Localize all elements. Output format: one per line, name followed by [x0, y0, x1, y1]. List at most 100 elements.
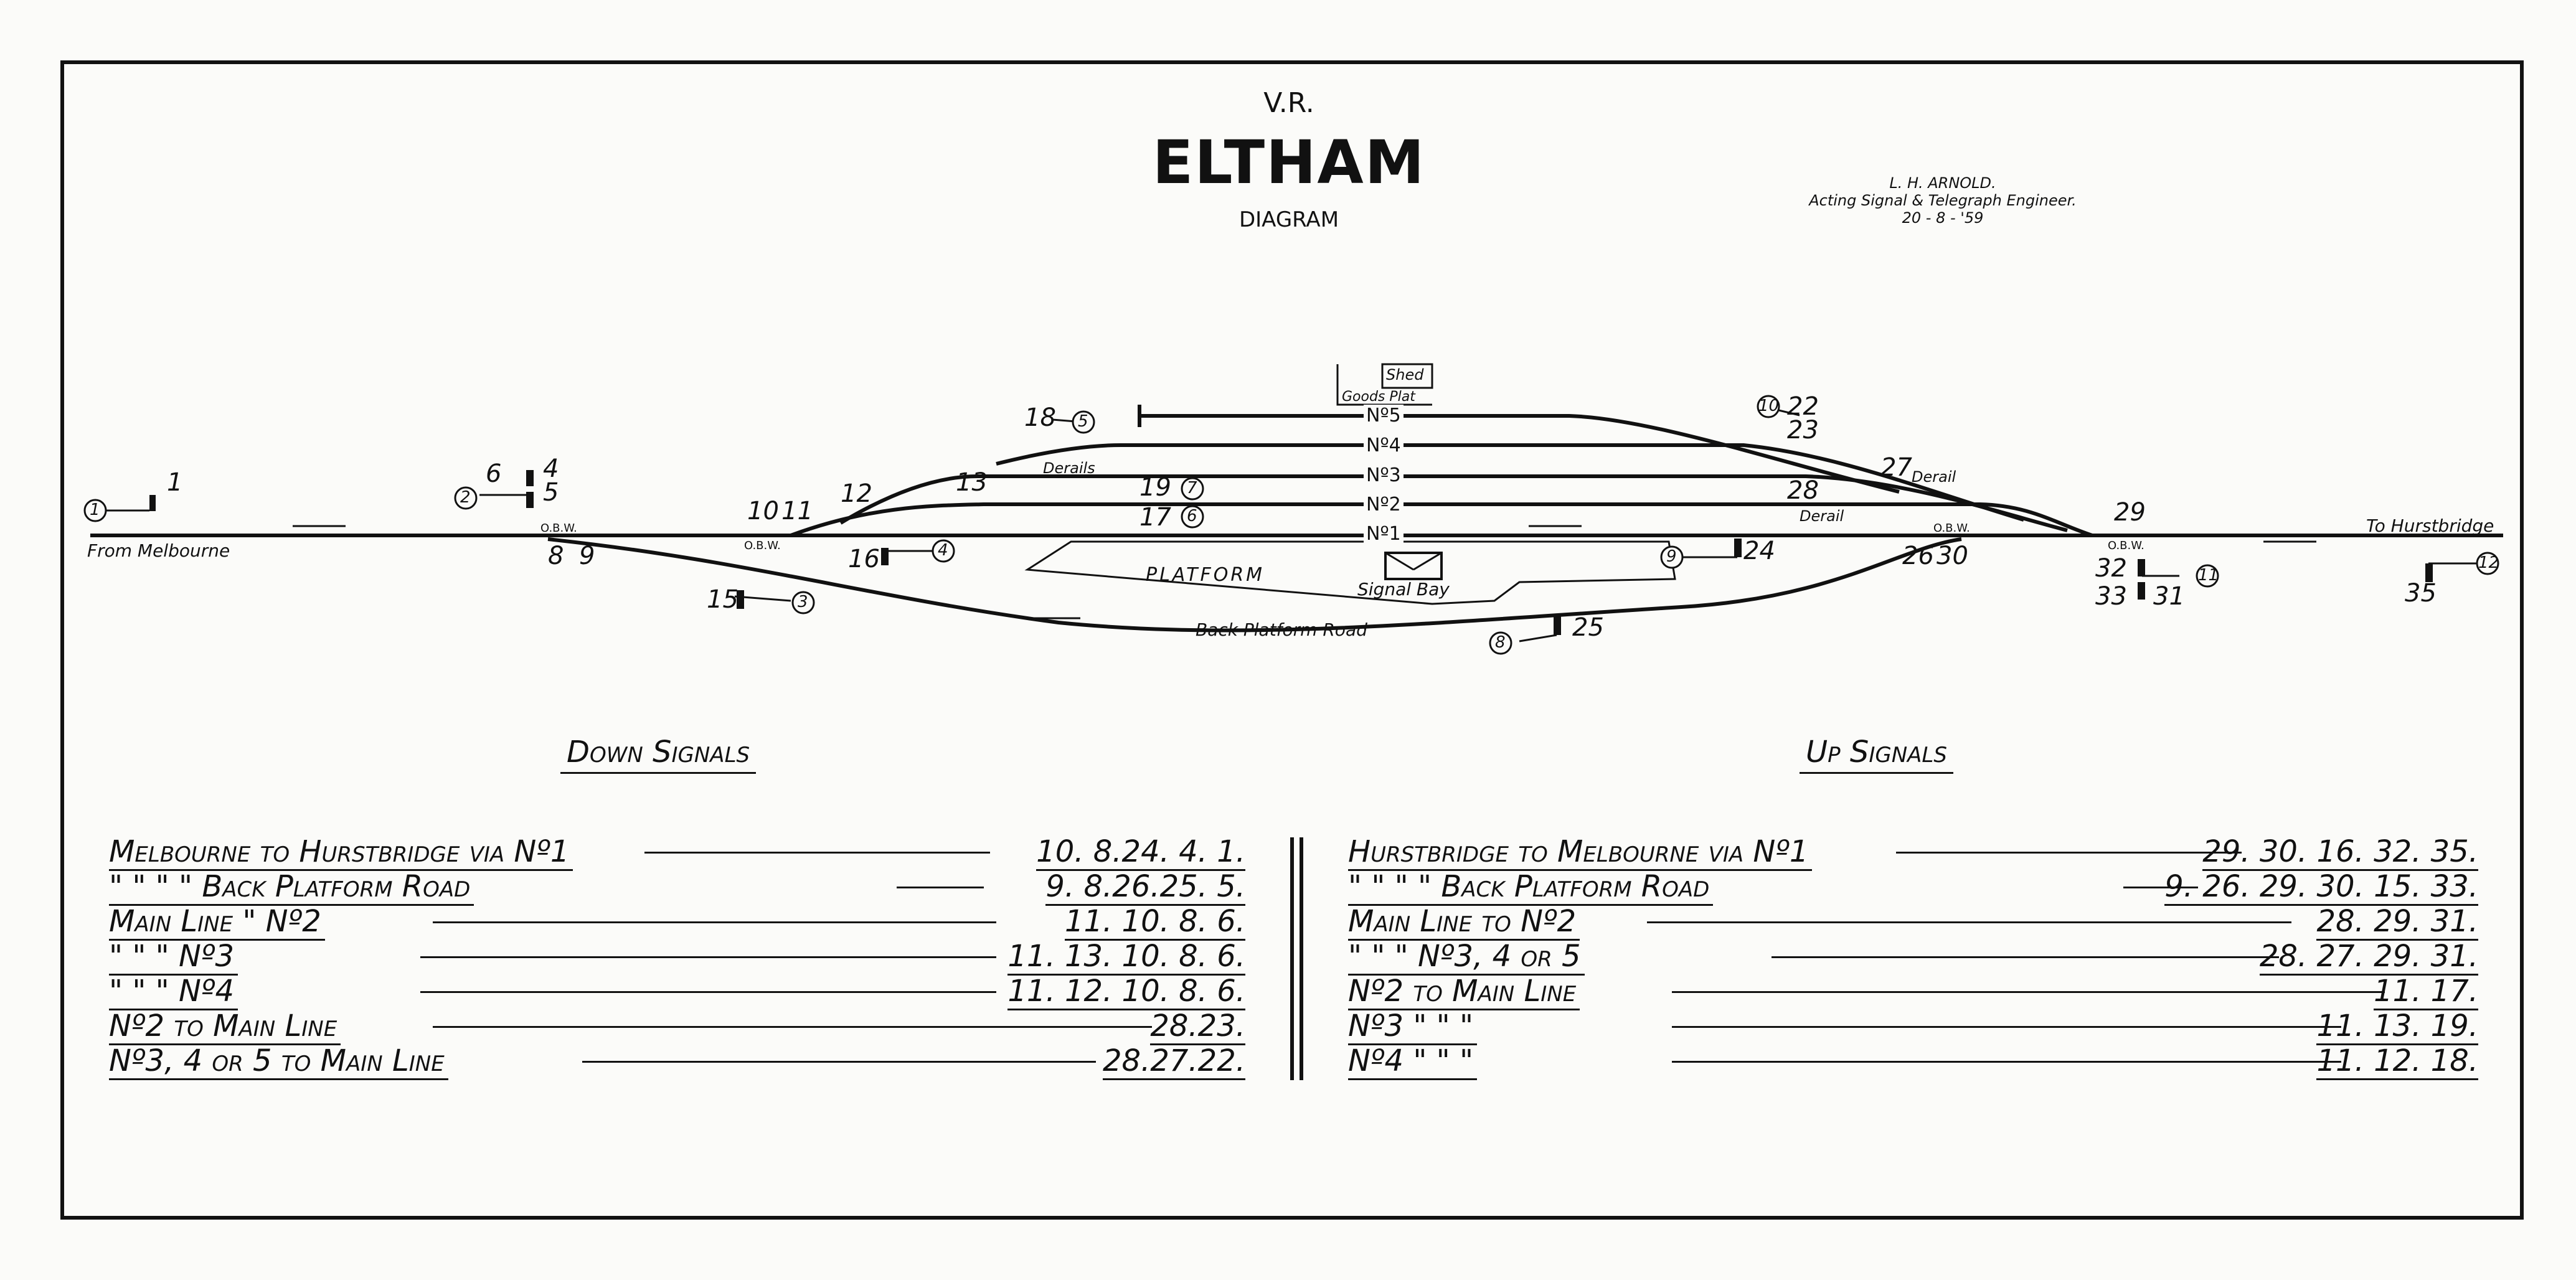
up-route-2: " " " " Back Platform Road	[1348, 869, 1714, 906]
up-row-6: Nº3 " " " 11. 13. 19.	[1348, 1009, 2478, 1045]
obw-label-3: O.B.W.	[1933, 522, 1970, 535]
down-route-7: Nº3, 4 or 5 to Main Line	[109, 1043, 448, 1080]
track-label-no5: Nº5	[1364, 405, 1404, 426]
shed-label: Shed	[1386, 366, 1424, 384]
down-signals-2: 9. 8.26.25. 5.	[1045, 869, 1245, 906]
up-row-2: " " " " Back Platform Road 9. 26. 29. 30…	[1348, 869, 2478, 906]
derail-label-b: Derail	[1800, 507, 1844, 525]
up-route-5: Nº2 to Main Line	[1348, 974, 1580, 1010]
signal-33: 33	[2095, 582, 2127, 611]
drawing-date: 20 - 8 - '59	[1902, 209, 1984, 227]
down-row-2: " " " " Back Platform Road 9. 8.26.25. 5…	[109, 869, 1245, 906]
to-hurstbridge-label: To Hurstbridge	[2366, 515, 2494, 536]
signal-1: 1	[167, 468, 183, 497]
engineer-name: L. H. ARNOLD.	[1889, 174, 1996, 192]
circled-1: 1	[90, 501, 100, 519]
signal-28: 28	[1787, 476, 1819, 505]
up-route-6: Nº3 " " "	[1348, 1009, 1478, 1045]
down-signals-4: 11. 13. 10. 8. 6.	[1007, 939, 1245, 976]
signal-22: 22	[1787, 392, 1819, 421]
obw-label-1: O.B.W.	[540, 522, 577, 535]
signal-11: 11	[781, 497, 813, 525]
signal-10: 10	[747, 497, 779, 525]
signal-25: 25	[1572, 613, 1604, 642]
platform-outline	[1024, 540, 1676, 605]
signal-6: 6	[486, 459, 502, 488]
signal-29: 29	[2114, 498, 2146, 527]
signal-32: 32	[2095, 554, 2127, 583]
signal-17: 17	[1139, 503, 1171, 532]
signal-35: 35	[2405, 579, 2437, 608]
circled-4: 4	[938, 541, 948, 560]
from-melbourne-label: From Melbourne	[87, 540, 230, 561]
platform-label: PLATFORM	[1146, 564, 1265, 586]
up-signals-3: 28. 29. 31.	[2316, 904, 2478, 941]
up-signals-4: 28. 27. 29. 31.	[2259, 939, 2478, 976]
track-label-no1: Nº1	[1364, 523, 1404, 545]
down-signals-1: 10. 8.24. 4. 1.	[1036, 834, 1245, 871]
down-route-2: " " " " Back Platform Road	[109, 869, 474, 906]
derail-label-a: Derail	[1912, 468, 1956, 486]
down-signals-6: 28.23.	[1150, 1009, 1245, 1045]
engineer-title: Acting Signal & Telegraph Engineer.	[1809, 192, 2077, 209]
up-route-4: " " " Nº3, 4 or 5	[1348, 939, 1585, 976]
track-label-no4: Nº4	[1364, 435, 1404, 456]
up-signals-heading: Up Signals	[1800, 735, 1953, 774]
circled-7: 7	[1187, 479, 1197, 497]
up-route-3: Main Line to Nº2	[1348, 904, 1580, 941]
down-row-6: Nº2 to Main Line 28.23.	[109, 1009, 1245, 1045]
diagram-frame	[60, 60, 2524, 1220]
up-row-4: " " " Nº3, 4 or 5 28. 27. 29. 31.	[1348, 939, 2478, 976]
railway-title: V.R.	[1263, 87, 1314, 119]
signal-19: 19	[1139, 473, 1171, 502]
signal-12: 12	[841, 479, 872, 508]
track-no4	[996, 443, 2024, 522]
signal-bay-label: Signal Bay	[1357, 579, 1450, 600]
up-signals-1: 29. 30. 16. 32. 35.	[2202, 834, 2478, 871]
down-route-5: " " " Nº4	[109, 974, 238, 1010]
circled-6: 6	[1187, 507, 1197, 525]
signal-30: 30	[1937, 542, 1968, 570]
down-signals-5: 11. 12. 10. 8. 6.	[1007, 974, 1245, 1010]
signal-18: 18	[1024, 403, 1056, 432]
signal-27: 27	[1880, 453, 1912, 482]
obw-label-2: O.B.W.	[744, 539, 781, 552]
track-no5	[1139, 414, 1900, 494]
circled-2: 2	[460, 488, 471, 507]
circled-3: 3	[798, 593, 808, 611]
circled-11: 11	[2198, 566, 2219, 585]
down-route-3: Main Line " Nº2	[109, 904, 325, 941]
down-route-1: Melbourne to Hurstbridge via Nº1	[109, 834, 573, 871]
goods-plat-label: Goods Plat	[1342, 389, 1415, 405]
up-row-5: Nº2 to Main Line 11. 17.	[1348, 974, 2478, 1010]
engineer-block: L. H. ARNOLD. Acting Signal & Telegraph …	[1768, 174, 2117, 227]
signal-4: 4	[543, 454, 559, 483]
down-signals-heading: Down Signals	[560, 735, 757, 774]
down-row-4: " " " Nº3 11. 13. 10. 8. 6.	[109, 939, 1245, 976]
back-platform-label: Back Platform Road	[1196, 619, 1367, 640]
track-label-no2: Nº2	[1364, 494, 1404, 515]
signal-23: 23	[1787, 416, 1819, 445]
up-signals-5: 11. 17.	[2374, 974, 2478, 1010]
signal-26: 26	[1902, 542, 1934, 570]
down-route-6: Nº2 to Main Line	[109, 1009, 341, 1045]
circled-5: 5	[1078, 412, 1088, 431]
signal-31: 31	[2153, 582, 2185, 611]
derails-label: Derails	[1043, 459, 1095, 477]
up-row-1: Hurstbridge to Melbourne via Nº1 29. 30.…	[1348, 834, 2478, 871]
up-signals-2: 9. 26. 29. 30. 15. 33.	[2164, 869, 2478, 906]
signal-bay-box	[1384, 552, 1443, 580]
up-signals-6: 11. 13. 19.	[2316, 1009, 2478, 1045]
down-route-4: " " " Nº3	[109, 939, 238, 976]
signal-13: 13	[956, 468, 988, 497]
up-row-3: Main Line to Nº2 28. 29. 31.	[1348, 904, 2478, 941]
signal-24: 24	[1743, 537, 1775, 565]
obw-label-4: O.B.W.	[2108, 539, 2144, 552]
circled-12: 12	[2478, 553, 2499, 572]
track-no2	[790, 502, 2093, 537]
down-row-3: Main Line " Nº2 11. 10. 8. 6.	[109, 904, 1245, 941]
down-row-7: Nº3, 4 or 5 to Main Line 28.27.22.	[109, 1043, 1245, 1080]
signal-9: 9	[579, 542, 595, 570]
diagram-subtitle: DIAGRAM	[1238, 207, 1339, 232]
